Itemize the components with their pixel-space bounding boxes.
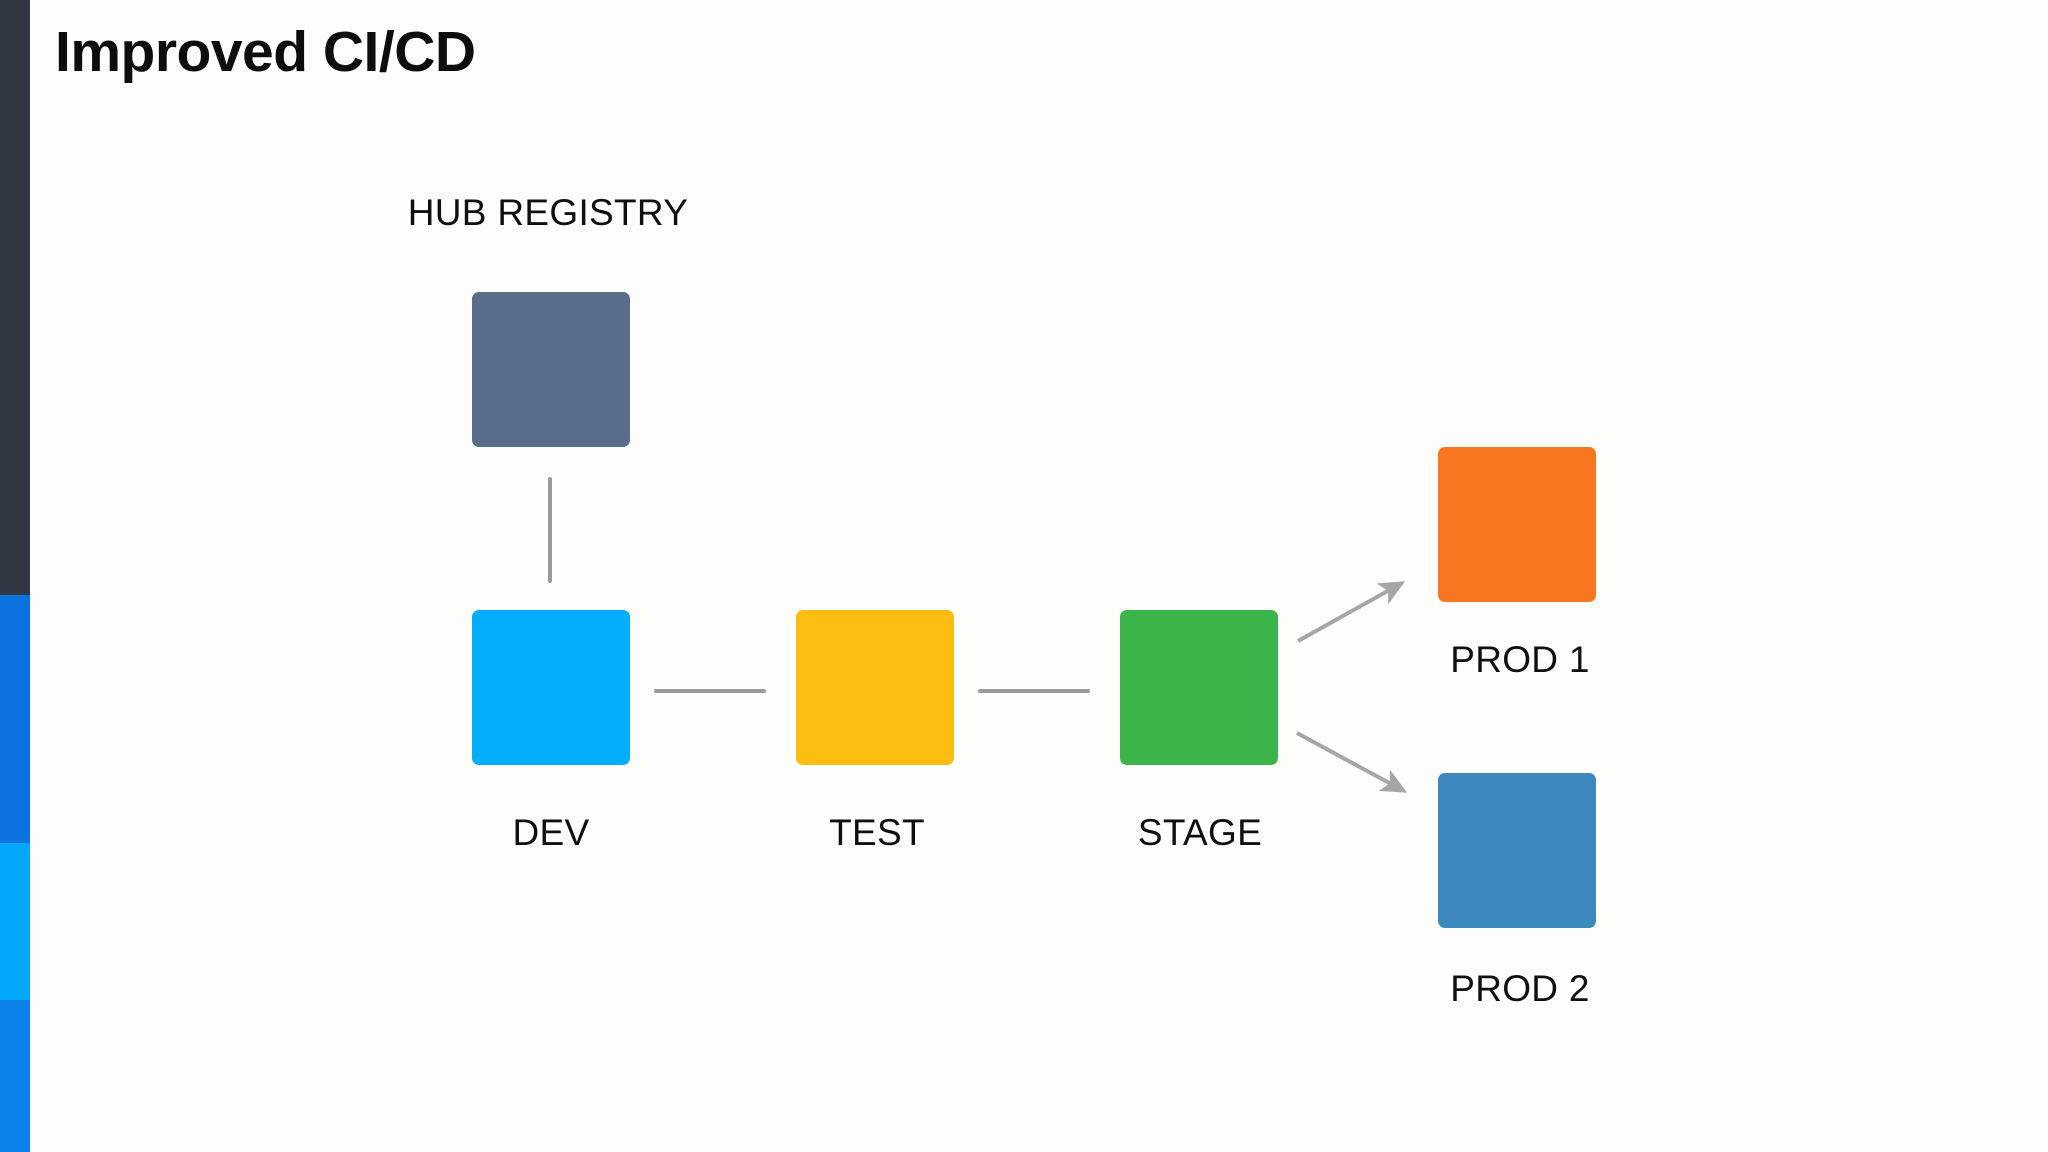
node-prod-1[interactable] [1438, 447, 1596, 602]
node-test[interactable] [796, 610, 954, 765]
node-label-prod-1: PROD 1 [1450, 639, 1590, 680]
rail-segment-blue [0, 595, 30, 843]
page-title: Improved CI/CD [55, 20, 476, 84]
rail-segment-blue-lower [0, 1000, 30, 1152]
node-label-stage: STAGE [1137, 812, 1263, 853]
node-label-prod-2: PROD 2 [1450, 968, 1590, 1009]
left-accent-rail [0, 0, 30, 1152]
node-label-dev: DEV [512, 812, 590, 853]
node-hub-registry[interactable] [472, 292, 630, 447]
node-prod-2[interactable] [1438, 773, 1596, 928]
connector-dev-to-test [654, 689, 766, 693]
rail-segment-cyan [0, 843, 30, 1000]
rail-segment-dark [0, 0, 30, 595]
connector-hub-to-dev [548, 477, 552, 583]
node-label-hub-registry: HUB REGISTRY [407, 192, 689, 233]
node-label-test: TEST [829, 812, 925, 853]
node-stage[interactable] [1120, 610, 1278, 765]
node-dev[interactable] [472, 610, 630, 765]
connector-test-to-stage [978, 689, 1090, 693]
